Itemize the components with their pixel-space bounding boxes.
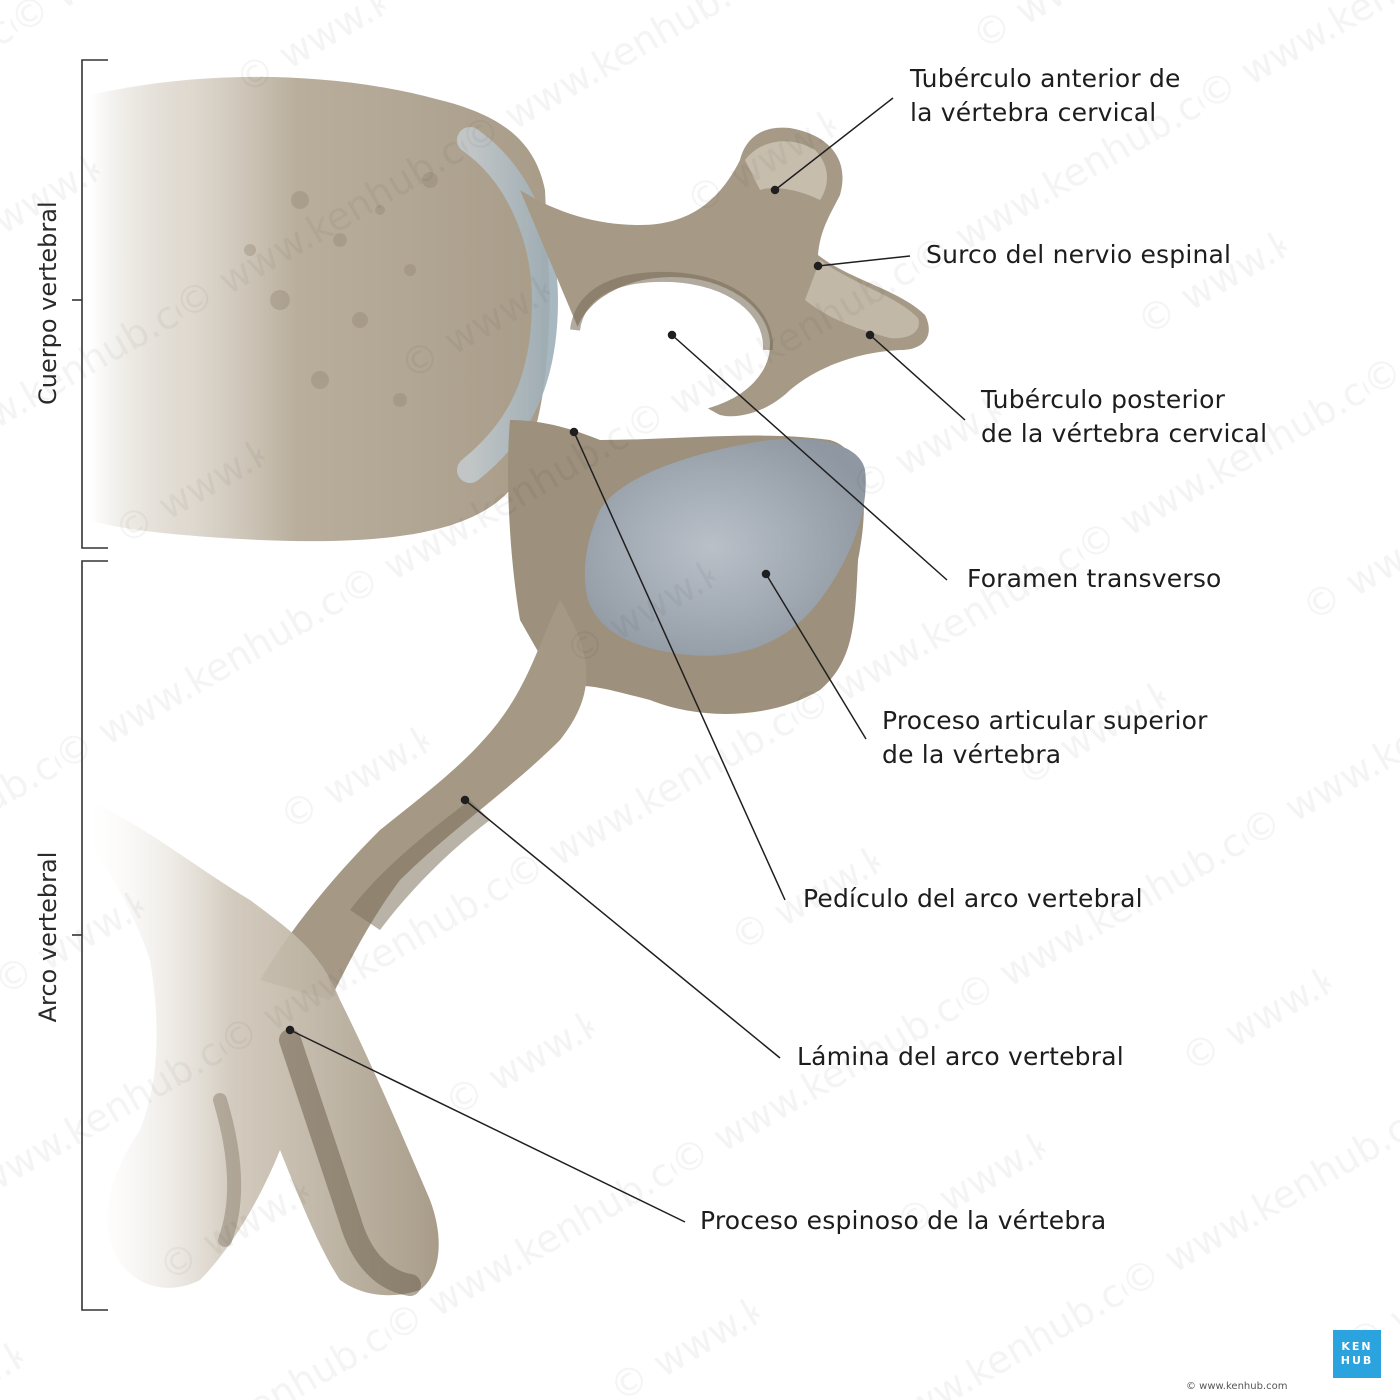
leader-proceso-espinoso	[289, 1029, 686, 1223]
label-proceso-espinoso: Proceso espinoso de la vértebra	[700, 1204, 1106, 1238]
leader-surco-nervio-dot	[813, 261, 823, 271]
label-tuberculo-anterior: Tubérculo anterior de la vértebra cervic…	[910, 62, 1181, 130]
leader-proceso-articular	[765, 573, 867, 740]
label-line: Proceso espinoso de la vértebra	[700, 1206, 1107, 1235]
leader-tuberculo-anterior	[774, 97, 894, 191]
label-proceso-articular: Proceso articular superior de la vértebr…	[882, 704, 1208, 772]
leader-lamina-dot	[460, 795, 470, 805]
copyright-text: © www.kenhub.com	[1186, 1381, 1288, 1392]
label-cuerpo-vertebral: Cuerpo vertebral	[34, 201, 62, 405]
logo-line-2: HUB	[1340, 1354, 1374, 1367]
leader-proceso-articular-dot	[761, 569, 771, 579]
leader-surco-nervio	[817, 255, 911, 267]
label-line: de la vértebra	[882, 740, 1062, 769]
bracket-arco	[72, 560, 108, 1311]
leader-foramen	[671, 334, 948, 581]
leader-tuberculo-anterior-dot	[770, 185, 780, 195]
leader-tuberculo-posterior	[869, 334, 966, 421]
label-line: Lámina del arco vertebral	[797, 1042, 1124, 1071]
leader-pediculo-dot	[569, 427, 579, 437]
leader-tuberculo-posterior-dot	[865, 330, 875, 340]
label-lamina: Lámina del arco vertebral	[797, 1040, 1124, 1074]
label-pediculo: Pedículo del arco vertebral	[803, 882, 1143, 916]
label-tuberculo-posterior: Tubérculo posterior de la vértebra cervi…	[981, 383, 1267, 451]
leader-lamina	[464, 799, 781, 1059]
label-line: de la vértebra cervical	[981, 419, 1268, 448]
label-line: Pedículo del arco vertebral	[803, 884, 1143, 913]
leader-proceso-espinoso-dot	[285, 1025, 295, 1035]
label-line: Proceso articular superior	[882, 706, 1208, 735]
leader-foramen-dot	[667, 330, 677, 340]
label-line: la vértebra cervical	[910, 98, 1157, 127]
label-line: Tubérculo anterior de	[910, 64, 1181, 93]
logo-line-1: KEN	[1341, 1340, 1373, 1353]
label-line: Tubérculo posterior	[981, 385, 1226, 414]
bracket-cuerpo	[72, 59, 108, 549]
label-line: Foramen transverso	[967, 564, 1222, 593]
label-arco-vertebral: Arco vertebral	[34, 851, 62, 1023]
leader-lines	[285, 97, 966, 1223]
label-surco-nervio-espinal: Surco del nervio espinal	[926, 238, 1231, 272]
kenhub-logo: KEN HUB	[1333, 1330, 1381, 1378]
label-line: Surco del nervio espinal	[926, 240, 1232, 269]
leader-pediculo	[573, 431, 786, 901]
label-foramen-transverso: Foramen transverso	[967, 562, 1222, 596]
